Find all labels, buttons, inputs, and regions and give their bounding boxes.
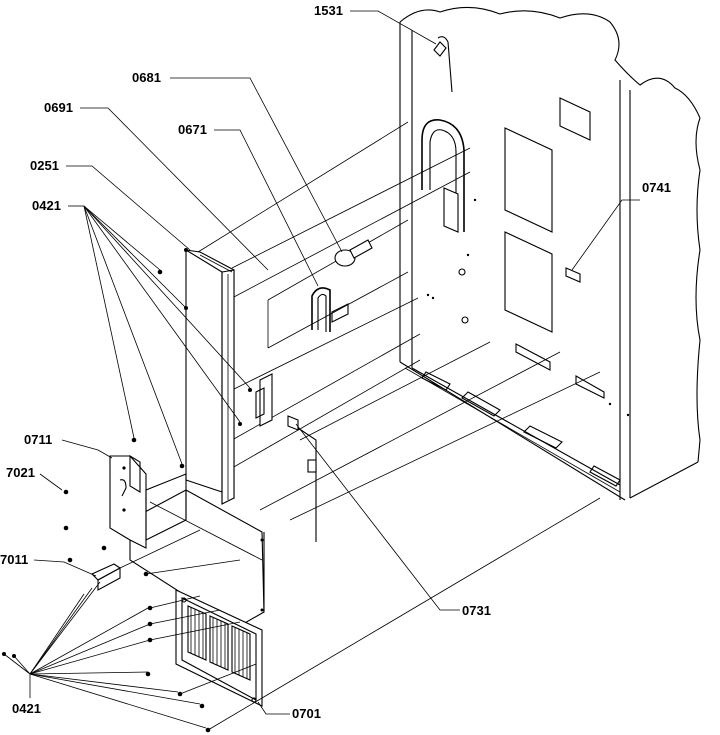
leader-lines [3, 10, 640, 731]
label-0671: 0671 [178, 122, 207, 137]
bracket-0711 [109, 455, 187, 549]
part-labels: 1531 0681 0691 0671 0251 0421 0741 0711 … [0, 3, 671, 721]
label-0741: 0741 [642, 180, 671, 195]
label-0691: 0691 [44, 100, 73, 115]
part-7011 [91, 529, 201, 591]
label-7011: 7011 [0, 552, 28, 567]
label-1531: 1531 [314, 3, 343, 18]
label-0421-bottom: 0421 [12, 701, 41, 716]
label-0251: 0251 [30, 158, 59, 173]
label-0731: 0731 [462, 603, 491, 618]
label-7021: 7021 [6, 465, 35, 480]
label-0681: 0681 [132, 70, 161, 85]
cabinet-back-wall [399, 6, 701, 501]
middle-assembly [197, 121, 601, 542]
label-0711: 0711 [24, 432, 52, 447]
grille-0701 [175, 589, 263, 707]
label-0701: 0701 [292, 706, 321, 721]
label-0421-top: 0421 [32, 198, 61, 213]
screws [2, 248, 252, 733]
